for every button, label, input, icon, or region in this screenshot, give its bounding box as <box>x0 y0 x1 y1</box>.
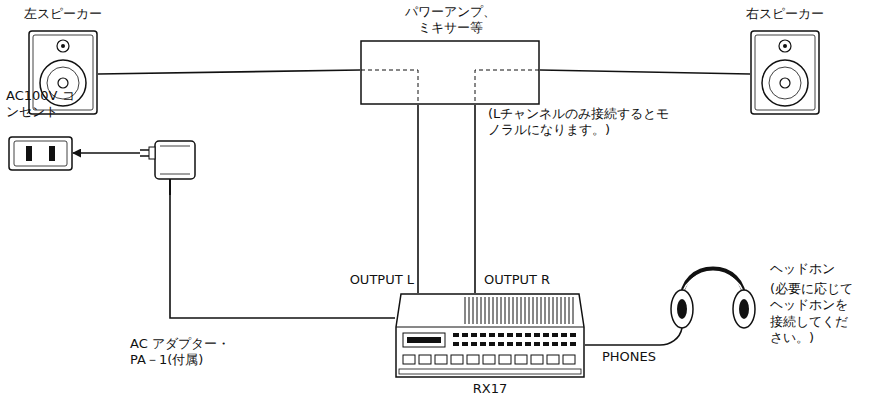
outlet-label: AC100V コンセント <box>6 88 84 121</box>
cable-line <box>417 105 419 293</box>
node-ac-adapter: AC アダプター・ PA－1(付属) <box>128 140 252 380</box>
adapter-label: AC アダプター・ PA－1(付属) <box>130 336 242 369</box>
node-ac-outlet: AC100V コンセント <box>6 88 86 173</box>
node-speaker-illustration: 右スピーカー <box>730 4 840 119</box>
amplifier-box <box>360 40 540 105</box>
cable-line <box>540 70 750 74</box>
cable-line <box>585 344 660 346</box>
rx17-unit <box>395 293 585 378</box>
ac-adapter <box>140 140 200 195</box>
speaker-label: 左スピーカー <box>8 6 118 22</box>
note-text: (Lチャンネルのみ接続するとモノラルになります。) <box>486 106 674 139</box>
port-label: OUTPUT R <box>482 272 576 288</box>
node-headphones: ヘッドホン (必要に応じてヘッドホンを接続してください。) <box>650 255 865 375</box>
amplifier-label: パワーアンプ、ミキサー等 <box>402 4 498 37</box>
cable-line <box>170 195 395 318</box>
port-label: PHONES <box>600 349 674 365</box>
cable-line <box>474 105 476 293</box>
node-rx17-unit: RX17 <box>395 293 585 398</box>
node-amplifier-box: パワーアンプ、ミキサー等 <box>340 4 560 108</box>
cable-line <box>98 70 360 74</box>
headphones <box>660 255 765 350</box>
ac-outlet <box>8 136 73 171</box>
unit-label: RX17 <box>395 381 585 397</box>
plug-arrow <box>73 152 140 154</box>
headphone-label: ヘッドホン <box>770 261 860 277</box>
headphone-label: (必要に応じてヘッドホンを接続してください。) <box>770 281 860 346</box>
speaker-illustration <box>750 30 820 115</box>
speaker-label: 右スピーカー <box>730 6 840 22</box>
port-label: OUTPUT L <box>324 272 416 288</box>
